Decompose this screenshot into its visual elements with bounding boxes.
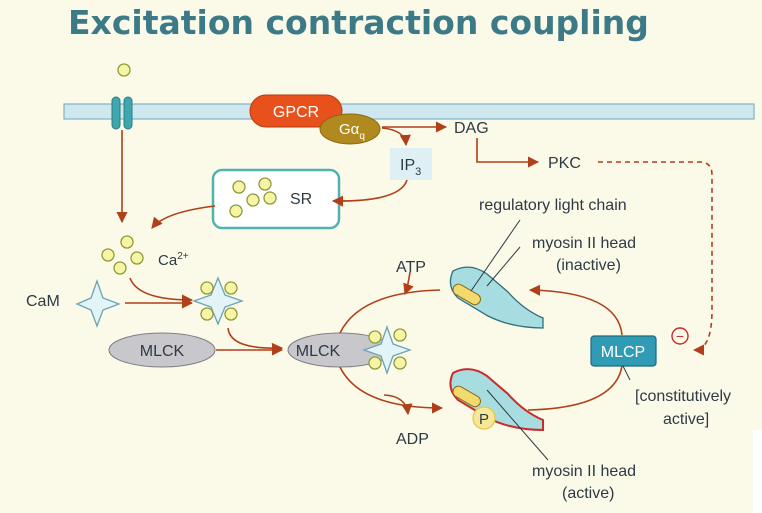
adp-label: ADP xyxy=(396,431,429,448)
mlck-enzyme: MLCK xyxy=(108,332,216,368)
g-alpha-label: Gαq xyxy=(339,121,365,142)
arrow-mlcp-to-inactive xyxy=(528,284,623,336)
diagram-title: Excitation contraction coupling xyxy=(68,3,649,42)
arrow-galpha-to-ip3 xyxy=(381,127,411,147)
ligand xyxy=(117,63,131,77)
ip3-label: IP3 xyxy=(400,157,421,178)
calcium-channel xyxy=(111,96,133,130)
sr-label: SR xyxy=(290,191,312,208)
active-mlck-complex: MLCK xyxy=(287,325,412,375)
pointer-myosin-inactive xyxy=(486,246,521,287)
arrow-pkc-to-mlcp-inhibition xyxy=(598,161,713,356)
gpcr-label: GPCR xyxy=(273,104,319,121)
arrow-sr-to-calcium xyxy=(151,205,216,229)
calcium-label: Ca2+ xyxy=(158,251,189,269)
arrow-active-to-mlcp xyxy=(527,365,623,411)
arrow-active-to-myosin-active xyxy=(339,366,444,414)
pointer-myosin-active xyxy=(486,389,549,461)
pointer-regulatory-light-chain xyxy=(470,219,521,292)
g-alpha-q: Gαq xyxy=(319,113,381,145)
myosin-active-label-1: myosin II head xyxy=(532,463,636,480)
cam-label: CaM xyxy=(26,293,60,310)
arrow-dag-to-pkc xyxy=(476,138,540,168)
mlck-label: MLCK xyxy=(140,343,185,360)
dag-label: DAG xyxy=(454,120,489,137)
regulatory-light-chain-label: regulatory light chain xyxy=(479,197,627,214)
calcium-calmodulin-complex xyxy=(192,276,244,326)
arrow-ip3-to-sr xyxy=(331,179,408,207)
myosin-active-label-2: (active) xyxy=(562,485,614,502)
arrow-myosin-inactive-to-mlck xyxy=(339,289,441,334)
edge-strip xyxy=(753,430,762,513)
constitutive-label-1: [constitutively xyxy=(635,388,731,405)
mlcp-enzyme: MLCP xyxy=(590,335,657,367)
atp-label: ATP xyxy=(396,259,426,276)
myosin-head-inactive xyxy=(449,266,544,329)
ip3-box: IP3 xyxy=(390,148,432,180)
constitutive-label-2: active] xyxy=(663,411,709,428)
inhibition-minus-icon: − xyxy=(671,327,689,345)
pointer-mlcp-note xyxy=(622,365,631,381)
arrow-atp-use xyxy=(403,271,414,296)
cell-membrane xyxy=(63,103,755,120)
myosin-head-active: P xyxy=(449,368,544,432)
arrow-adp-release xyxy=(383,394,413,416)
active-mlck-label: MLCK xyxy=(296,343,341,360)
minus-label: − xyxy=(676,328,684,344)
myosin-inactive-label-1: myosin II head xyxy=(532,235,636,252)
arrow-complex-to-active xyxy=(227,327,284,354)
pkc-label: PKC xyxy=(548,155,581,172)
calmodulin-star xyxy=(75,279,121,328)
phosphate-label: P xyxy=(479,411,489,428)
myosin-inactive-label-2: (inactive) xyxy=(556,257,621,274)
arrow-calcium-to-complex xyxy=(129,277,194,306)
mlcp-label: MLCP xyxy=(601,344,645,361)
sarcoplasmic-reticulum: SR xyxy=(211,168,341,230)
gpcr-receptor: GPCR xyxy=(249,94,343,128)
free-calcium-ions xyxy=(101,235,144,275)
